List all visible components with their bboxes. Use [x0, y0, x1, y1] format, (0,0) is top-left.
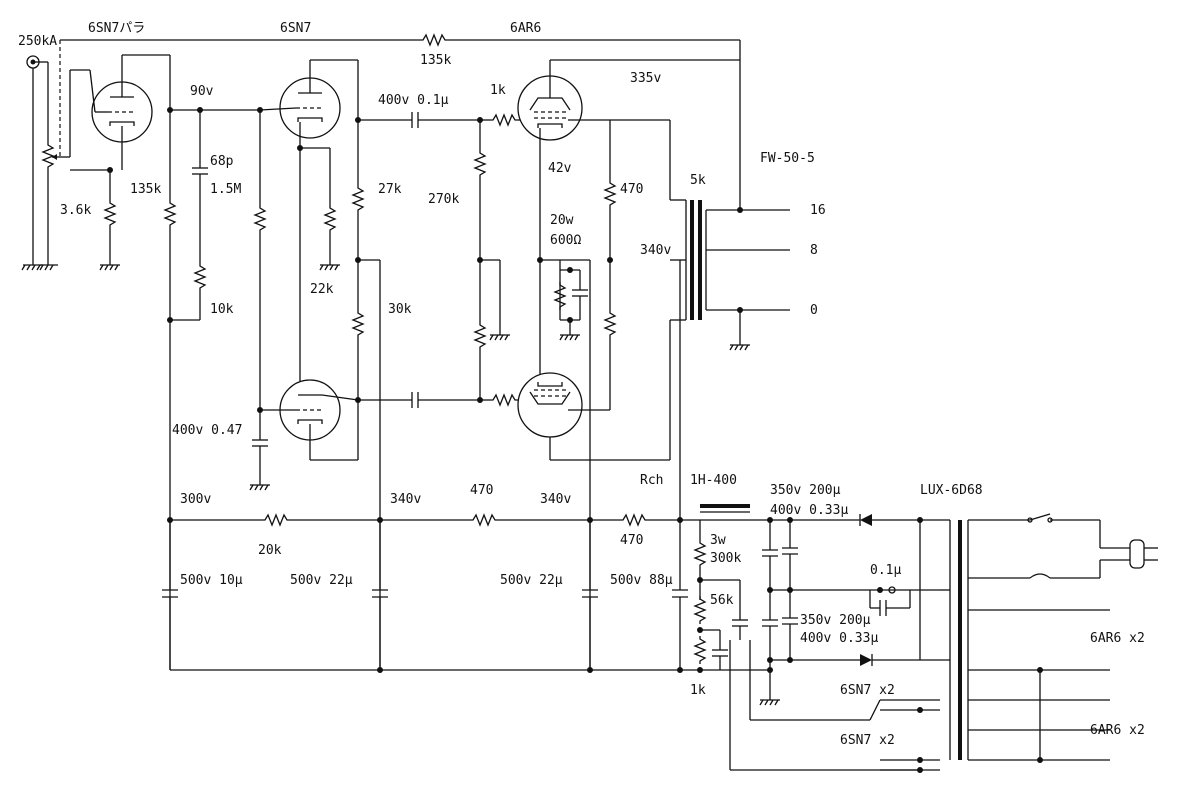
label-v-90: 90v	[190, 84, 214, 99]
label-r-1k-b: 1k	[690, 683, 706, 698]
label-r-470-g: 470	[620, 182, 643, 197]
label-r-600: 600Ω	[550, 233, 581, 248]
filter-caps	[162, 520, 688, 670]
label-c-400b: 400v 0.33μ	[800, 631, 878, 646]
label-r-3k6: 3.6k	[60, 203, 91, 218]
label-v-340-a: 340v	[390, 492, 421, 507]
label-tap-16: 16	[810, 203, 826, 218]
label-v-300: 300v	[180, 492, 211, 507]
label-pt-name: LUX-6D68	[920, 483, 983, 498]
label-choke: 1H-400	[690, 473, 737, 488]
label-v-340-b: 340v	[540, 492, 571, 507]
label-h-6sn7-b: 6SN7 x2	[840, 733, 895, 748]
b-plus-rail	[167, 514, 770, 673]
label-r-10k: 10k	[210, 302, 234, 317]
label-h-6sn7-a: 6SN7 x2	[840, 683, 895, 698]
label-r-20k: 20k	[258, 543, 282, 558]
label-r-270k: 270k	[428, 192, 459, 207]
label-r-3w: 3w	[710, 533, 726, 548]
tube-v2-lower	[249, 110, 359, 491]
label-r-135k-b: 135k	[130, 182, 161, 197]
label-h-6ar6-a: 6AR6 x2	[1090, 631, 1145, 646]
label-h-6ar6-b: 6AR6 x2	[1090, 723, 1145, 738]
label-c-10: 500v 10μ	[180, 573, 243, 588]
label-r-27k: 27k	[378, 182, 402, 197]
tube-v1	[60, 55, 153, 158]
label-ot-name: FW-50-5	[760, 151, 815, 166]
label-r-1k: 1k	[490, 83, 506, 98]
label-r-30k: 30k	[388, 302, 412, 317]
label-c-350b: 350v 200μ	[800, 613, 871, 628]
label-r-rch: Rch	[640, 473, 663, 488]
v1-cathode	[70, 126, 123, 271]
label-r-fb: 135k	[420, 53, 451, 68]
tube-6ar6-upper	[517, 59, 740, 420]
label-c-350a: 350v 200μ	[770, 483, 841, 498]
label-v3: 6AR6	[510, 21, 541, 36]
label-c-047: 400v 0.47	[172, 423, 242, 438]
label-c-88: 500v 88μ	[610, 573, 673, 588]
label-r-56k: 56k	[710, 593, 734, 608]
label-r-22k: 22k	[310, 282, 334, 297]
label-c-400a: 400v 0.33μ	[770, 503, 848, 518]
tube-v2-upper	[259, 59, 381, 670]
label-c-coup: 400v 0.1μ	[378, 93, 449, 108]
output-transformer	[610, 60, 790, 520]
label-tap-0: 0	[810, 303, 818, 318]
label-v1: 6SN7パラ	[88, 21, 145, 36]
power-transformer	[869, 513, 1158, 773]
label-v-335: 335v	[630, 71, 661, 86]
coupling-network	[358, 112, 530, 408]
label-r-20w: 20w	[550, 213, 574, 228]
v1-plate-wiring	[122, 54, 263, 670]
label-v-340-ot: 340v	[640, 243, 671, 258]
label-c-68p: 68p	[210, 154, 234, 169]
label-c-22a: 500v 22μ	[290, 573, 353, 588]
label-r-470-a: 470	[470, 483, 493, 498]
label-pot: 250kA	[18, 34, 57, 49]
label-ot-imp: 5k	[690, 173, 706, 188]
label-tap-8: 8	[810, 243, 818, 258]
label-r-1m5: 1.5M	[210, 182, 241, 197]
label-r-470-b: 470	[620, 533, 643, 548]
tube-6ar6-lower	[517, 372, 670, 461]
label-c-01: 0.1μ	[870, 563, 901, 578]
label-r-300k: 300k	[710, 551, 741, 566]
input-jack	[21, 55, 43, 271]
label-v-42: 42v	[548, 161, 572, 176]
label-c-22b: 500v 22μ	[500, 573, 563, 588]
rectifier-caps	[759, 514, 940, 706]
feedback-loop	[60, 34, 741, 60]
label-v2: 6SN7	[280, 21, 311, 36]
volume-pot	[33, 40, 61, 271]
